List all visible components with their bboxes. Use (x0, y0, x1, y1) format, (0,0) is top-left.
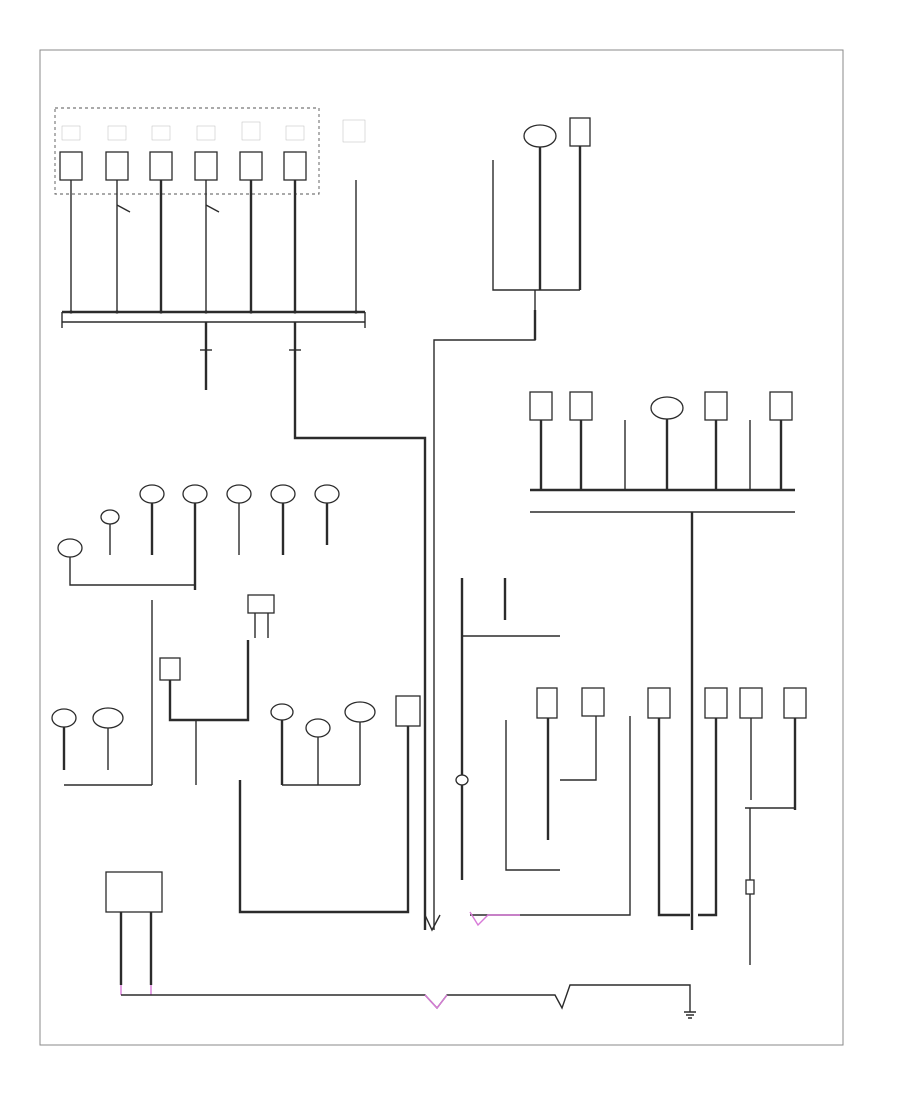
bottom-ground-run (105, 871, 696, 1019)
module-box (105, 871, 163, 913)
connector-box (569, 391, 593, 421)
connector-box (283, 151, 307, 181)
lower-left-lamp-group (51, 695, 421, 914)
dashed-module-outline (54, 107, 320, 195)
diagram-frame (39, 49, 844, 1046)
connector-box (194, 151, 218, 181)
connector-box (105, 151, 129, 181)
connector-box (704, 391, 728, 421)
connector-box (769, 391, 793, 421)
connector-box (149, 151, 173, 181)
connector-box (239, 151, 263, 181)
connector-box (569, 117, 591, 147)
component-lamp (650, 396, 684, 420)
left-middle-lamp-group (57, 484, 340, 785)
top-left-module-group (54, 107, 427, 930)
top-right-module-group (433, 117, 591, 930)
right-middle-module-group (529, 391, 795, 930)
connector-box (529, 391, 553, 421)
component-lamp (523, 124, 557, 148)
lower-right-module-group (455, 578, 807, 965)
center-connector-group (159, 594, 275, 785)
connector-box (59, 151, 83, 181)
